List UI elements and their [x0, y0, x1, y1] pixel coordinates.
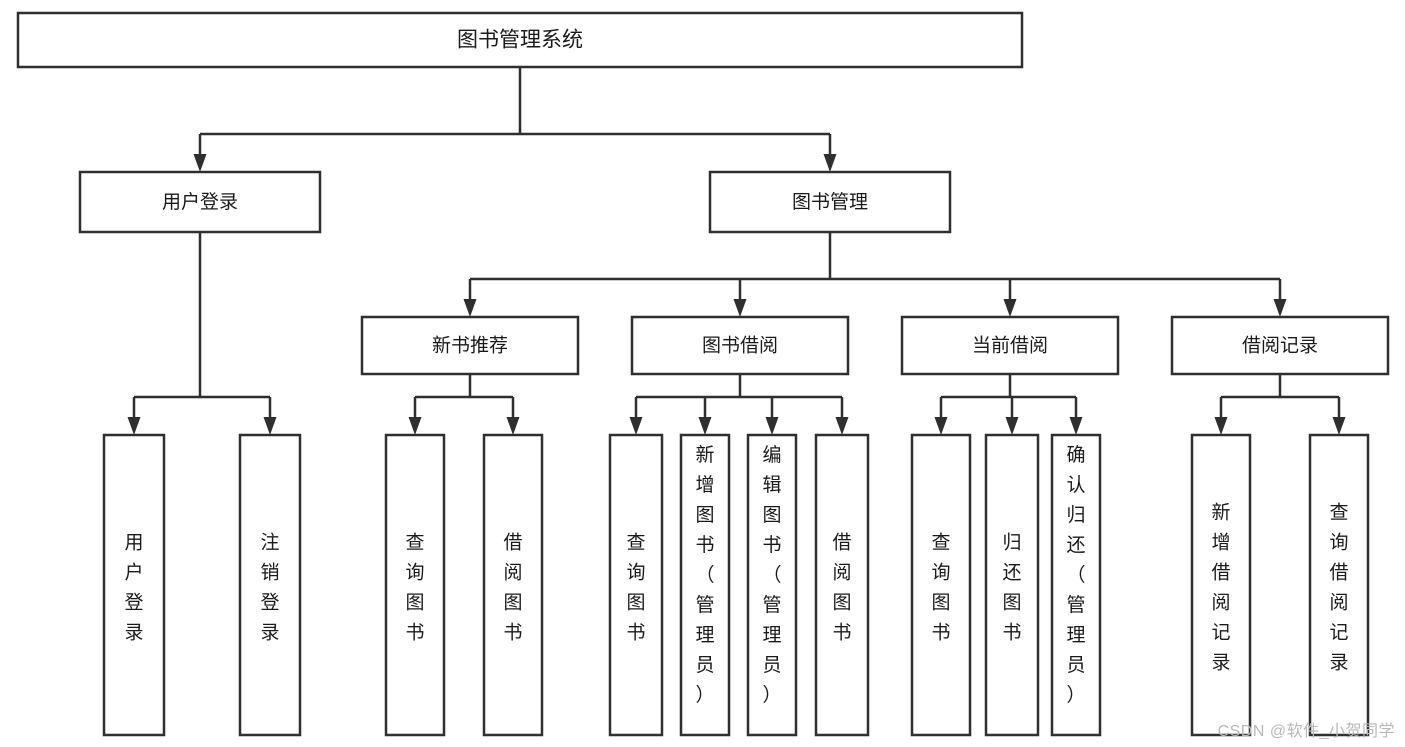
- watermark-text: CSDN @软件_小贺同学: [1217, 723, 1395, 740]
- node-label: 借阅记录: [1242, 335, 1318, 357]
- arrow-head-icon: [698, 417, 712, 435]
- node-box[interactable]: [708, 170, 952, 234]
- arrow-head-icon: [463, 299, 477, 317]
- arrow-head-icon: [127, 417, 141, 435]
- node-label: 用户登录: [162, 191, 238, 213]
- node-leaf-query-book-cur[interactable]: 查询图书: [910, 433, 972, 737]
- node-box[interactable]: [910, 433, 972, 737]
- node-label: 新增图书（管理员）: [695, 444, 714, 706]
- arrow-head-icon: [263, 417, 277, 435]
- node-root[interactable]: 图书管理系统: [16, 11, 1024, 69]
- node-label: 图书借阅: [702, 335, 778, 357]
- node-label: 新增借阅记录: [1211, 501, 1230, 673]
- node-book-manage[interactable]: 图书管理: [708, 170, 952, 234]
- node-box[interactable]: [384, 433, 446, 737]
- node-box[interactable]: [1050, 433, 1102, 737]
- node-new-book-rec[interactable]: 新书推荐: [360, 315, 580, 376]
- node-label: 图书管理系统: [457, 29, 583, 52]
- node-label: 查询图书: [626, 531, 645, 643]
- arrow-head-icon: [1332, 417, 1346, 435]
- node-box[interactable]: [1190, 433, 1252, 737]
- arrow-head-icon: [733, 299, 747, 317]
- node-leaf-query-book-rec[interactable]: 查询图书: [384, 433, 446, 737]
- node-box[interactable]: [360, 315, 580, 376]
- node-leaf-add-book-admin[interactable]: 新增图书（管理员）: [679, 433, 731, 737]
- node-leaf-borrow-book[interactable]: 借阅图书: [814, 433, 870, 737]
- node-leaf-return-book[interactable]: 归还图书: [984, 433, 1040, 737]
- node-label: 新书推荐: [432, 335, 508, 357]
- arrow-head-icon: [408, 417, 422, 435]
- node-label: 编辑图书（管理员）: [762, 444, 781, 706]
- node-box[interactable]: [814, 433, 870, 737]
- node-box[interactable]: [482, 433, 544, 737]
- arrow-head-icon: [934, 417, 948, 435]
- node-leaf-confirm-return-admin[interactable]: 确认归还（管理员）: [1050, 433, 1102, 737]
- node-box[interactable]: [630, 315, 850, 376]
- node-label: 当前借阅: [972, 335, 1048, 357]
- node-box[interactable]: [900, 315, 1120, 376]
- node-leaf-user-logout[interactable]: 注销登录: [238, 433, 302, 737]
- node-leaf-edit-book-admin[interactable]: 编辑图书（管理员）: [746, 433, 798, 737]
- node-label: 查询图书: [405, 531, 424, 643]
- node-current-borrow[interactable]: 当前借阅: [900, 315, 1120, 376]
- node-box[interactable]: [78, 170, 322, 234]
- arrow-head-icon: [193, 154, 207, 172]
- node-box[interactable]: [102, 433, 166, 737]
- node-box[interactable]: [238, 433, 302, 737]
- node-label: 借阅图书: [832, 531, 851, 643]
- arrow-head-icon: [1003, 299, 1017, 317]
- node-label: 查询借阅记录: [1329, 501, 1348, 673]
- node-box[interactable]: [679, 433, 731, 737]
- node-box[interactable]: [608, 433, 664, 737]
- node-leaf-add-borrow-record[interactable]: 新增借阅记录: [1190, 433, 1252, 737]
- node-book-borrow[interactable]: 图书借阅: [630, 315, 850, 376]
- arrow-head-icon: [765, 417, 779, 435]
- arrow-head-icon: [506, 417, 520, 435]
- node-leaf-user-login[interactable]: 用户登录: [102, 433, 166, 737]
- node-label: 查询图书: [931, 531, 950, 643]
- node-box[interactable]: [984, 433, 1040, 737]
- node-label: 图书管理: [792, 191, 868, 213]
- node-leaf-borrow-book-rec[interactable]: 借阅图书: [482, 433, 544, 737]
- node-label: 用户登录: [124, 532, 143, 643]
- node-box[interactable]: [1308, 433, 1370, 737]
- node-label: 注销登录: [260, 531, 279, 643]
- node-user-login[interactable]: 用户登录: [78, 170, 322, 234]
- arrow-head-icon: [823, 154, 837, 172]
- arrow-head-icon: [1005, 417, 1019, 435]
- node-label: 归还图书: [1002, 531, 1021, 643]
- arrow-head-icon: [629, 417, 643, 435]
- node-box[interactable]: [746, 433, 798, 737]
- arrow-head-icon: [1214, 417, 1228, 435]
- node-label: 借阅图书: [503, 531, 522, 643]
- node-label: 确认归还（管理员）: [1066, 444, 1085, 706]
- arrow-head-icon: [1273, 299, 1287, 317]
- arrow-head-icon: [835, 417, 849, 435]
- arrow-head-icon: [1069, 417, 1083, 435]
- node-borrow-record[interactable]: 借阅记录: [1170, 315, 1390, 376]
- node-leaf-query-borrow-record[interactable]: 查询借阅记录: [1308, 433, 1370, 737]
- node-leaf-query-book-borrow[interactable]: 查询图书: [608, 433, 664, 737]
- node-box[interactable]: [16, 11, 1024, 69]
- node-box[interactable]: [1170, 315, 1390, 376]
